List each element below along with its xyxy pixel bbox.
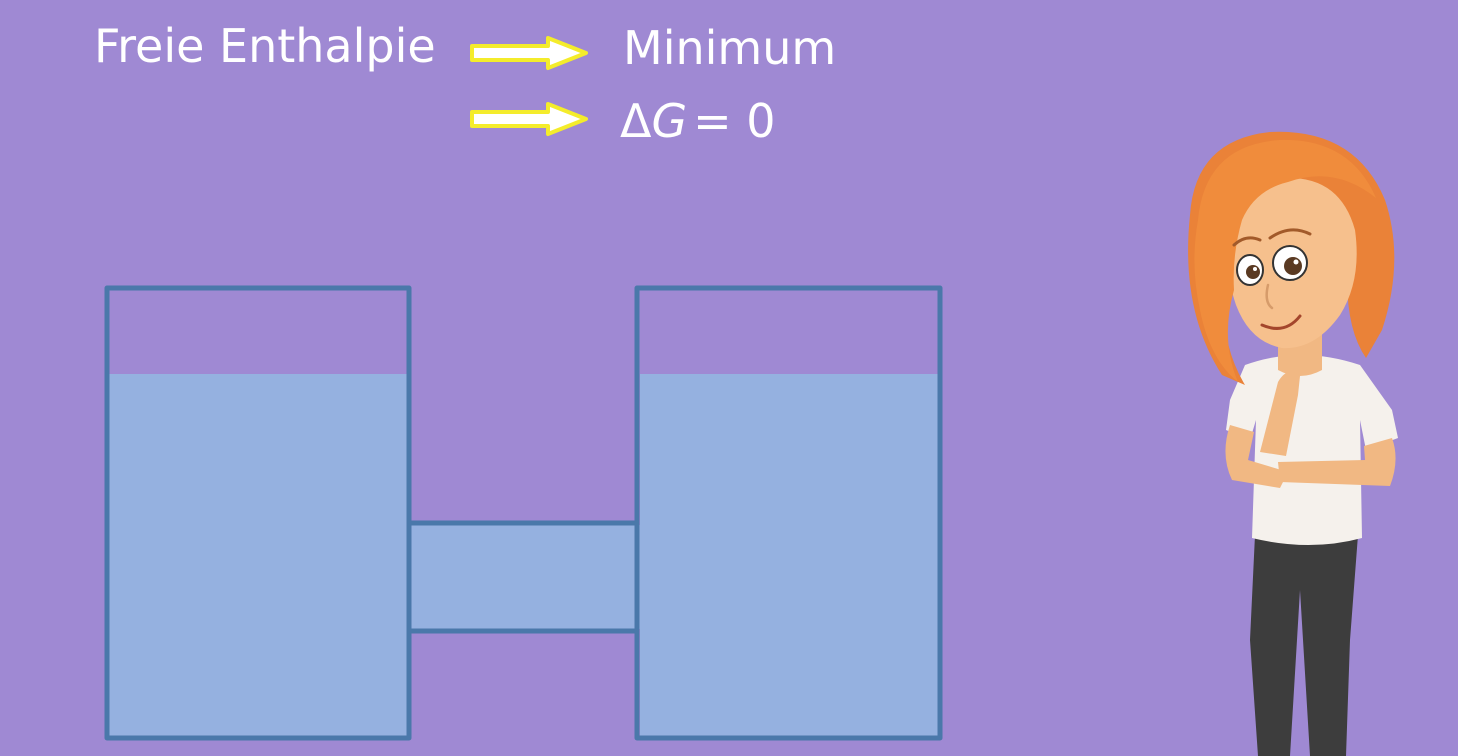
equation-rest: = 0	[693, 94, 776, 148]
character-hair-front	[1194, 139, 1376, 382]
character-arm-left	[1225, 425, 1288, 488]
thinking-woman-illustration	[1188, 131, 1398, 756]
character-legs	[1250, 535, 1358, 756]
character-arm-right	[1278, 438, 1396, 486]
double-arrow-right-icon	[470, 36, 588, 70]
character-eye-highlight-right	[1293, 259, 1299, 265]
double-arrow-right-icon	[470, 102, 588, 136]
character-shirt	[1226, 355, 1398, 545]
character-eyebrow-left	[1232, 236, 1262, 247]
freie-enthalpie-label: Freie Enthalpie	[94, 19, 436, 73]
communicating-vessels-illustration	[104, 285, 943, 741]
connecting-pipe-water	[407, 525, 640, 629]
character-eye-highlight-left	[1253, 267, 1257, 271]
left-vessel-water	[109, 374, 407, 736]
right-vessel-outline	[634, 285, 943, 741]
character-pupil-left	[1246, 265, 1260, 279]
delta-symbol: Δ	[620, 94, 652, 148]
character-eyebrow-right	[1268, 228, 1312, 240]
character-pupil-right	[1284, 257, 1302, 275]
right-vessel-water	[640, 374, 938, 736]
character-mouth	[1260, 314, 1302, 330]
character-nose	[1265, 283, 1274, 310]
minimum-label: Minimum	[623, 21, 837, 75]
delta-g-equation: ΔG= 0	[620, 98, 776, 144]
g-variable: G	[651, 94, 688, 148]
character-hand	[1260, 371, 1300, 456]
